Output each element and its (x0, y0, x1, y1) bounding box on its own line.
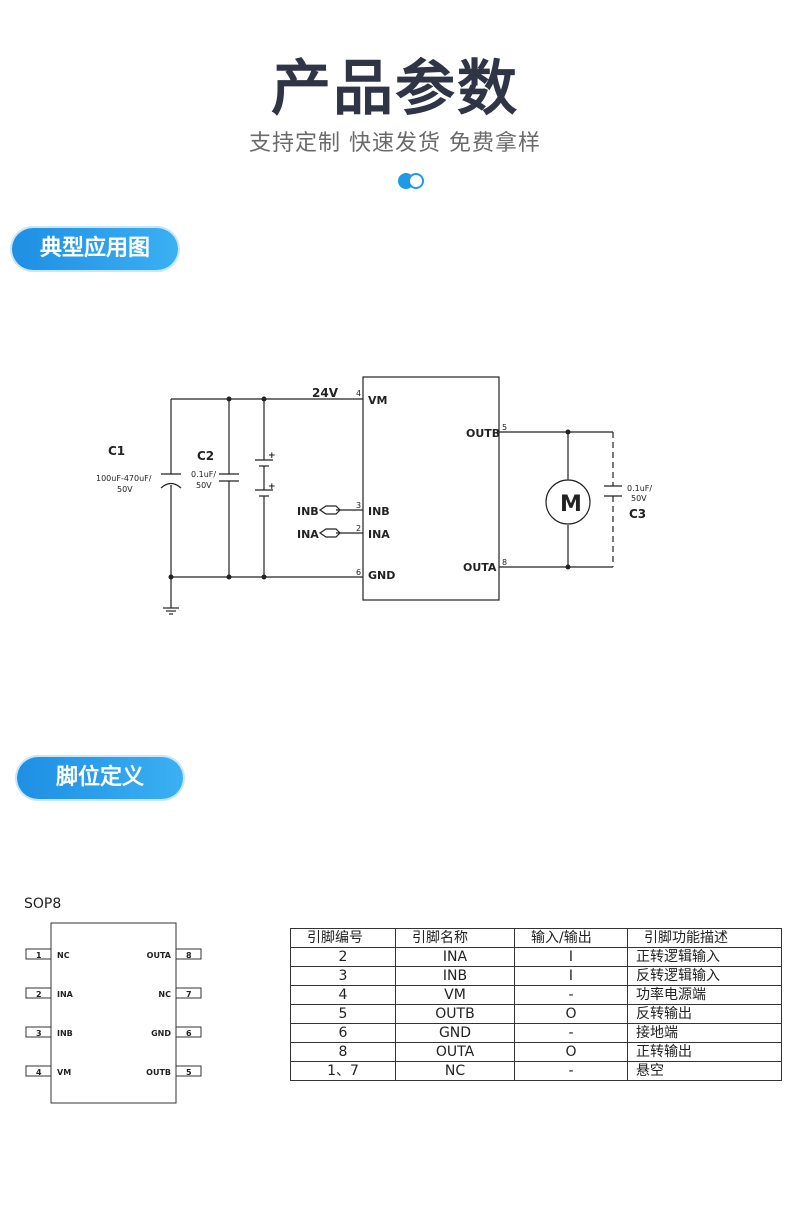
pin-num-gnd: 6 (356, 568, 361, 577)
c3-voltage: 50V (631, 494, 647, 503)
pin-label-vm: VM (368, 394, 387, 407)
c3-value: 0.1uF/ (627, 484, 652, 493)
table-cell: 悬空 (627, 1061, 782, 1081)
section-badge-application: 典型应用图 (12, 228, 178, 270)
sop-pin-label-4: VM (57, 1068, 71, 1077)
decorative-dots-icon (398, 172, 428, 190)
table-cell: 3 (290, 966, 396, 986)
c3-label: C3 (629, 507, 646, 521)
sop-pin-label-2: INA (57, 990, 74, 999)
table-cell: - (514, 1023, 628, 1043)
table-cell: 功率电源端 (627, 985, 782, 1005)
sop-pin-num-6: 6 (186, 1029, 192, 1038)
page-title: 产品参数 (271, 54, 519, 124)
table-header-cell: 引脚编号 (290, 928, 396, 948)
table-cell: INB (395, 966, 515, 986)
sop-pin-label-3: INB (57, 1029, 73, 1038)
table-cell: O (514, 1042, 628, 1062)
table-cell: 反转输出 (627, 1004, 782, 1024)
table-cell: NC (395, 1061, 515, 1081)
sop-pin-num-2: 2 (36, 990, 42, 999)
page-subtitle: 支持定制 快速发货 免费拿样 (249, 131, 541, 156)
sop-pin-label-5: OUTB (146, 1068, 171, 1077)
table-cell: VM (395, 985, 515, 1005)
table-header-row: 引脚编号 引脚名称 输入/输出 引脚功能描述 (290, 928, 782, 948)
table-cell: 6 (290, 1023, 396, 1043)
driver-chip-body (362, 376, 500, 601)
c1-label: C1 (108, 444, 125, 458)
pin-label-ina: INA (368, 528, 390, 541)
table-header-cell: 输入/输出 (514, 928, 628, 948)
motor-label: M (560, 492, 582, 517)
pin-label-outa: OUTA (463, 561, 497, 574)
pin-num-outb: 5 (502, 423, 507, 432)
table-cell: - (514, 985, 628, 1005)
sop-pin-num-1: 1 (36, 951, 42, 960)
pin-num-vm: 4 (356, 389, 361, 398)
table-cell: 反转逻辑输入 (627, 966, 782, 986)
sop-pin-label-8: OUTA (147, 951, 172, 960)
input-label-ina: INA (297, 528, 319, 541)
table-header-cell: 引脚名称 (395, 928, 515, 948)
table-cell: OUTA (395, 1042, 515, 1062)
sop-pin-label-6: GND (151, 1029, 171, 1038)
table-cell: 2 (290, 947, 396, 967)
motor-symbol (545, 479, 591, 525)
input-label-inb: INB (297, 505, 319, 518)
pin-num-outa: 8 (502, 558, 507, 567)
pin-num-ina: 2 (356, 524, 361, 533)
sop-pin-num-4: 4 (36, 1068, 42, 1077)
sop-pin-label-7: NC (158, 990, 171, 999)
table-cell: I (514, 966, 628, 986)
c1-value: 100uF-470uF/ (96, 474, 152, 483)
supply-voltage-label: 24V (312, 386, 339, 400)
c2-value: 0.1uF/ (191, 470, 216, 479)
table-cell: I (514, 947, 628, 967)
c1-voltage: 50V (117, 485, 133, 494)
c2-voltage: 50V (196, 481, 212, 490)
sop-pin-label-1: NC (57, 951, 70, 960)
table-cell: 正转逻辑输入 (627, 947, 782, 967)
pin-label-inb: INB (368, 505, 390, 518)
sop-pin-num-8: 8 (186, 951, 192, 960)
section-badge-pinout: 脚位定义 (17, 757, 183, 799)
table-cell: 1、7 (290, 1061, 396, 1081)
table-cell: 正转输出 (627, 1042, 782, 1062)
table-cell: OUTB (395, 1004, 515, 1024)
table-header-cell: 引脚功能描述 (627, 928, 782, 948)
table-cell: 8 (290, 1042, 396, 1062)
c2-label: C2 (197, 449, 214, 463)
sop-pin-num-3: 3 (36, 1029, 42, 1038)
sop-pin-num-7: 7 (186, 990, 192, 999)
package-name: SOP8 (24, 896, 62, 912)
sop-pin-num-5: 5 (186, 1068, 192, 1077)
table-cell: 5 (290, 1004, 396, 1024)
table-cell: O (514, 1004, 628, 1024)
table-cell: 接地端 (627, 1023, 782, 1043)
table-cell: - (514, 1061, 628, 1081)
application-circuit-diagram: 24V C1 100uF-470uF/ 50V C2 0.1uF/ 50V + … (96, 376, 652, 615)
pin-num-inb: 3 (356, 501, 361, 510)
pin-label-outb: OUTB (466, 427, 500, 440)
table-cell: INA (395, 947, 515, 967)
plus-mark-1: + (268, 451, 276, 461)
pin-label-gnd: GND (368, 569, 395, 582)
table-cell: GND (395, 1023, 515, 1043)
table-cell: 4 (290, 985, 396, 1005)
plus-mark-2: + (268, 482, 276, 492)
sop8-package-diagram: 1 2 3 4 NC INA INB VM 8 7 6 5 OUTA NC GN… (25, 922, 202, 1104)
